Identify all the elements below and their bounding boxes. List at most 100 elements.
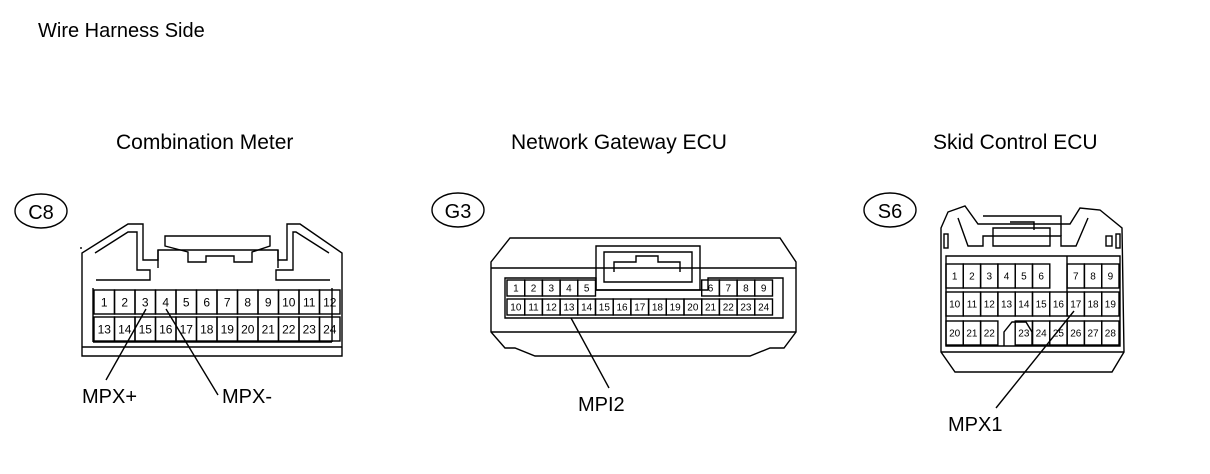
connector-s6-housing bbox=[940, 205, 1125, 373]
pin-number-s6-14: 14 bbox=[1018, 300, 1030, 311]
pin-number-s6-15: 15 bbox=[1036, 300, 1048, 311]
pin-number-c8-15: 15 bbox=[139, 322, 153, 336]
pin-number-s6-10: 10 bbox=[949, 300, 961, 311]
pin-cell-s6-28 bbox=[1100, 320, 1120, 346]
pin-number-g3-16: 16 bbox=[616, 303, 628, 314]
pin-number-s6-9: 9 bbox=[1108, 272, 1114, 283]
combination-meter-title: Combination Meter bbox=[116, 131, 294, 154]
leader-mpx-plus bbox=[105, 308, 147, 381]
pin-cell-g3-9 bbox=[754, 279, 774, 297]
pin-cell-s6-19 bbox=[1100, 291, 1120, 317]
pin-number-s6-25: 25 bbox=[1053, 329, 1065, 340]
pin-number-s6-28: 28 bbox=[1105, 329, 1117, 340]
connector-g3-leaders bbox=[570, 317, 610, 389]
pin-number-g3-9: 9 bbox=[761, 284, 767, 295]
pin-number-s6-12: 12 bbox=[984, 300, 996, 311]
pin-number-c8-22: 22 bbox=[282, 322, 296, 336]
pin-number-g3-1: 1 bbox=[513, 284, 519, 295]
pin-number-g3-15: 15 bbox=[599, 303, 611, 314]
pin-cell-c8-12 bbox=[318, 289, 341, 315]
pin-number-s6-3: 3 bbox=[986, 272, 992, 283]
pin-number-g3-19: 19 bbox=[670, 303, 682, 314]
pin-number-c8-3: 3 bbox=[142, 295, 149, 309]
connector-c8-leaders bbox=[105, 308, 219, 396]
pin-number-s6-1: 1 bbox=[952, 272, 958, 283]
pin-cell-g3-24 bbox=[754, 298, 774, 316]
connector-s6-badge bbox=[863, 192, 917, 228]
pin-number-g3-5: 5 bbox=[584, 284, 590, 295]
pin-label-mpx-plus: MPX+ bbox=[82, 386, 137, 408]
pin-number-s6-19: 19 bbox=[1105, 300, 1117, 311]
pin-number-g3-24: 24 bbox=[758, 303, 770, 314]
pin-number-c8-10: 10 bbox=[282, 295, 296, 309]
pin-number-c8-18: 18 bbox=[200, 322, 214, 336]
pin-cell-s6-6 bbox=[1031, 263, 1051, 289]
pin-number-s6-5: 5 bbox=[1021, 272, 1027, 283]
pin-number-c8-7: 7 bbox=[224, 295, 231, 309]
pin-cell-s6-22 bbox=[979, 320, 999, 346]
skid-control-ecu-title: Skid Control ECU bbox=[933, 131, 1098, 154]
pin-number-s6-16: 16 bbox=[1053, 300, 1065, 311]
pin-number-s6-27: 27 bbox=[1087, 329, 1099, 340]
pin-number-c8-4: 4 bbox=[162, 295, 169, 309]
pin-number-s6-22: 22 bbox=[984, 329, 996, 340]
pin-number-g3-20: 20 bbox=[687, 303, 699, 314]
leader-mpx1 bbox=[995, 310, 1075, 409]
pin-number-c8-20: 20 bbox=[241, 322, 255, 336]
pin-number-c8-21: 21 bbox=[262, 322, 276, 336]
connector-c8-housing bbox=[80, 223, 343, 357]
pin-label-mpi2: MPI2 bbox=[578, 394, 625, 416]
pin-number-g3-4: 4 bbox=[566, 284, 572, 295]
pin-number-c8-9: 9 bbox=[265, 295, 272, 309]
pin-number-c8-6: 6 bbox=[203, 295, 210, 309]
pin-number-s6-11: 11 bbox=[967, 300, 978, 311]
pin-number-s6-17: 17 bbox=[1070, 300, 1082, 311]
pin-number-c8-1: 1 bbox=[101, 295, 108, 309]
leader-mpi2 bbox=[570, 317, 610, 389]
pin-number-g3-3: 3 bbox=[548, 284, 554, 295]
pin-number-g3-18: 18 bbox=[652, 303, 664, 314]
pin-number-g3-21: 21 bbox=[705, 303, 717, 314]
pin-number-g3-7: 7 bbox=[725, 284, 731, 295]
connector-s6-leaders bbox=[995, 310, 1075, 409]
pin-number-c8-2: 2 bbox=[121, 295, 128, 309]
pin-number-g3-6: 6 bbox=[708, 284, 714, 295]
pin-number-c8-8: 8 bbox=[244, 295, 251, 309]
pin-number-g3-17: 17 bbox=[634, 303, 646, 314]
network-gateway-ecu-title: Network Gateway ECU bbox=[511, 131, 727, 154]
pin-number-g3-11: 11 bbox=[528, 303, 539, 314]
pin-number-c8-23: 23 bbox=[303, 322, 317, 336]
pin-number-c8-13: 13 bbox=[98, 322, 112, 336]
pin-cell-s6-9 bbox=[1100, 263, 1120, 289]
pin-number-c8-14: 14 bbox=[118, 322, 132, 336]
pin-number-c8-12: 12 bbox=[323, 295, 337, 309]
pin-number-g3-2: 2 bbox=[531, 284, 537, 295]
page-heading: Wire Harness Side bbox=[38, 20, 205, 42]
pin-label-mpx-minus: MPX- bbox=[222, 386, 272, 408]
pin-number-c8-16: 16 bbox=[159, 322, 173, 336]
connector-g3-code: G3 bbox=[445, 201, 472, 223]
pin-label-mpx1: MPX1 bbox=[948, 414, 1002, 436]
pin-number-s6-18: 18 bbox=[1087, 300, 1099, 311]
leader-mpx-minus bbox=[165, 308, 219, 396]
pin-number-c8-24: 24 bbox=[323, 322, 337, 336]
pin-number-s6-7: 7 bbox=[1073, 272, 1079, 283]
pin-number-g3-13: 13 bbox=[563, 303, 575, 314]
pin-number-s6-26: 26 bbox=[1070, 329, 1082, 340]
pin-number-s6-23: 23 bbox=[1018, 329, 1030, 340]
pin-cell-g3-5 bbox=[577, 279, 597, 297]
pin-number-s6-8: 8 bbox=[1090, 272, 1096, 283]
connector-c8-code: C8 bbox=[28, 202, 54, 224]
connector-c8-badge bbox=[14, 193, 68, 229]
pin-number-g3-14: 14 bbox=[581, 303, 593, 314]
pin-number-g3-12: 12 bbox=[546, 303, 558, 314]
pin-number-g3-22: 22 bbox=[723, 303, 735, 314]
pin-number-s6-4: 4 bbox=[1004, 272, 1010, 283]
pin-number-s6-20: 20 bbox=[949, 329, 961, 340]
connector-s6-code: S6 bbox=[878, 201, 902, 223]
connector-g3-badge bbox=[431, 192, 485, 228]
